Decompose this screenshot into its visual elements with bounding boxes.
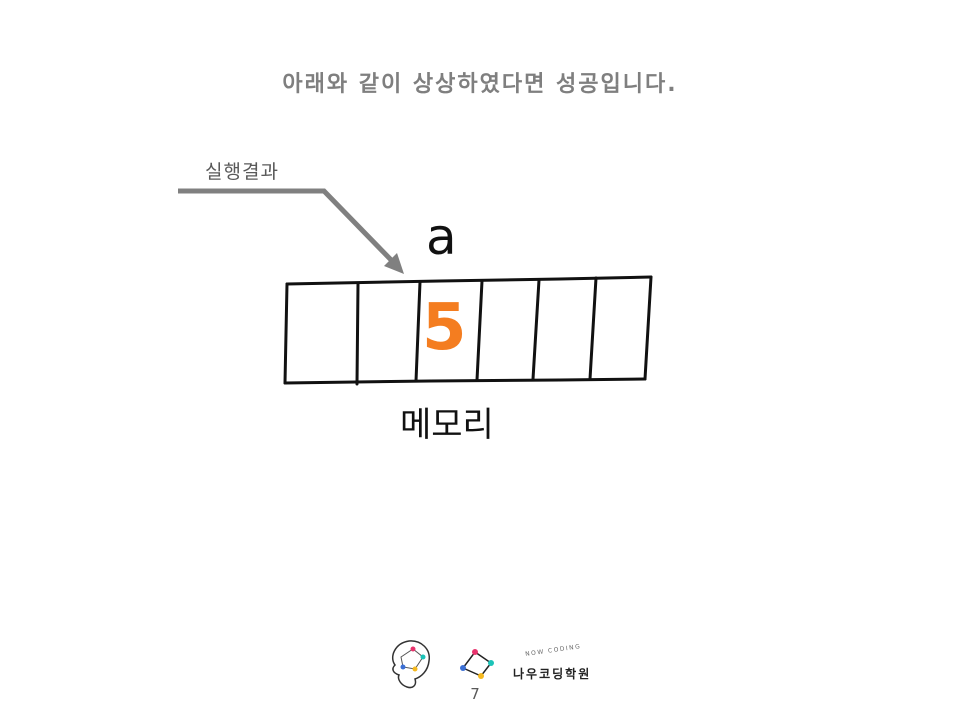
memory-cell-divider (531, 278, 541, 381)
academy-name: 나우코딩학원 (513, 667, 592, 681)
memory-cell-divider (355, 282, 360, 386)
memory-strip (283, 275, 653, 386)
result-arrow (178, 188, 404, 274)
slide-title: 아래와 같이 상상하였다면 성공입니다. (282, 72, 678, 97)
memory-cell-value: 5 (422, 291, 467, 365)
memory-cell-divider (414, 280, 422, 383)
memory-cell-divider (588, 276, 598, 381)
memory-label: 메모리 (400, 405, 494, 445)
memory-cell-divider (475, 279, 484, 382)
variable-name: a (426, 208, 457, 266)
page-number: 7 (470, 685, 480, 703)
brain-icon (391, 640, 430, 689)
logo-graphics (391, 640, 494, 689)
network-logo-icon (460, 649, 494, 679)
footer-logos: NOW CODING 나우코딩학원 (385, 635, 605, 695)
result-label: 실행결과 (205, 161, 279, 183)
